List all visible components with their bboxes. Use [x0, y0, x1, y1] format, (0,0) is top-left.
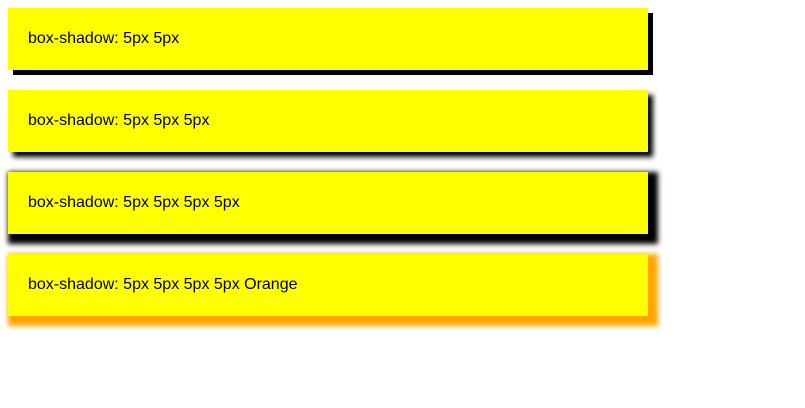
box-label: box-shadow: 5px 5px 5px 5px — [28, 194, 240, 211]
shadow-demo-box-orange-color: box-shadow: 5px 5px 5px 5px Orange — [8, 254, 648, 316]
box-label: box-shadow: 5px 5px 5px 5px Orange — [28, 276, 298, 293]
box-label: box-shadow: 5px 5px — [28, 30, 180, 47]
shadow-demo-box-spread: box-shadow: 5px 5px 5px 5px — [8, 172, 648, 234]
shadow-demo-box-offset: box-shadow: 5px 5px — [8, 8, 648, 70]
box-label: box-shadow: 5px 5px 5px — [28, 112, 210, 129]
shadow-demo-box-blur: box-shadow: 5px 5px 5px — [8, 90, 648, 152]
page: box-shadow: 5px 5px box-shadow: 5px 5px … — [8, 8, 648, 316]
